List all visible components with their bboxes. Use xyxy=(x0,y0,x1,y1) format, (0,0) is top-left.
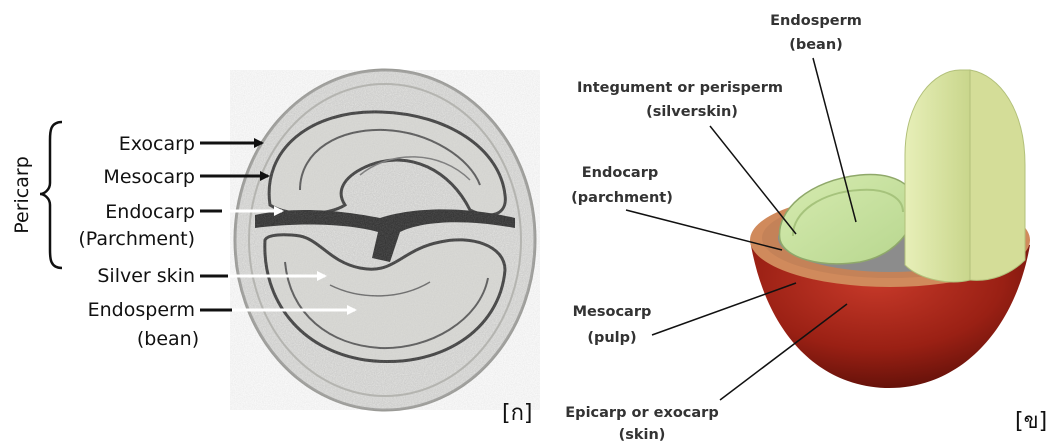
endocarp-label: Endocarp xyxy=(582,165,658,181)
endocarp-sublabel: (parchment) xyxy=(571,190,673,206)
plate-label-a: [ก] xyxy=(502,401,533,426)
endosperm-label: Endosperm xyxy=(88,299,195,321)
plate-label-b: [ข] xyxy=(1015,409,1047,434)
endosperm-label: Endosperm xyxy=(770,13,862,29)
endosperm-bean-whole xyxy=(905,70,970,282)
integument-sublabel: (silverskin) xyxy=(646,104,738,120)
coffee-cherry-3d-diagram: Endosperm (bean) Integument or perisperm… xyxy=(560,0,1057,443)
epicarp-sublabel: (skin) xyxy=(619,427,666,443)
bean-label: (bean) xyxy=(137,328,199,350)
silver-skin-label: Silver skin xyxy=(97,265,195,287)
parchment-label: (Parchment) xyxy=(78,228,195,250)
integument-label: Integument or perisperm xyxy=(577,80,783,96)
mesocarp-label: Mesocarp xyxy=(573,304,652,320)
exocarp-label: Exocarp xyxy=(119,133,195,155)
panel-a-cross-section: Pericarp Exocarp Mesocarp Endocarp (Parc… xyxy=(0,0,560,443)
endosperm-sublabel: (bean) xyxy=(789,37,843,53)
pericarp-label: Pericarp xyxy=(11,156,33,234)
cross-section-diagram: Pericarp Exocarp Mesocarp Endocarp (Parc… xyxy=(0,0,560,443)
endocarp-label: Endocarp xyxy=(105,201,195,223)
mesocarp-sublabel: (pulp) xyxy=(587,330,636,346)
mesocarp-label: Mesocarp xyxy=(103,166,195,188)
pericarp-bracket xyxy=(40,122,62,268)
integument-leader xyxy=(710,126,796,234)
panel-b-3d-model: Endosperm (bean) Integument or perisperm… xyxy=(560,0,1057,443)
epicarp-label: Epicarp or exocarp xyxy=(565,405,718,421)
